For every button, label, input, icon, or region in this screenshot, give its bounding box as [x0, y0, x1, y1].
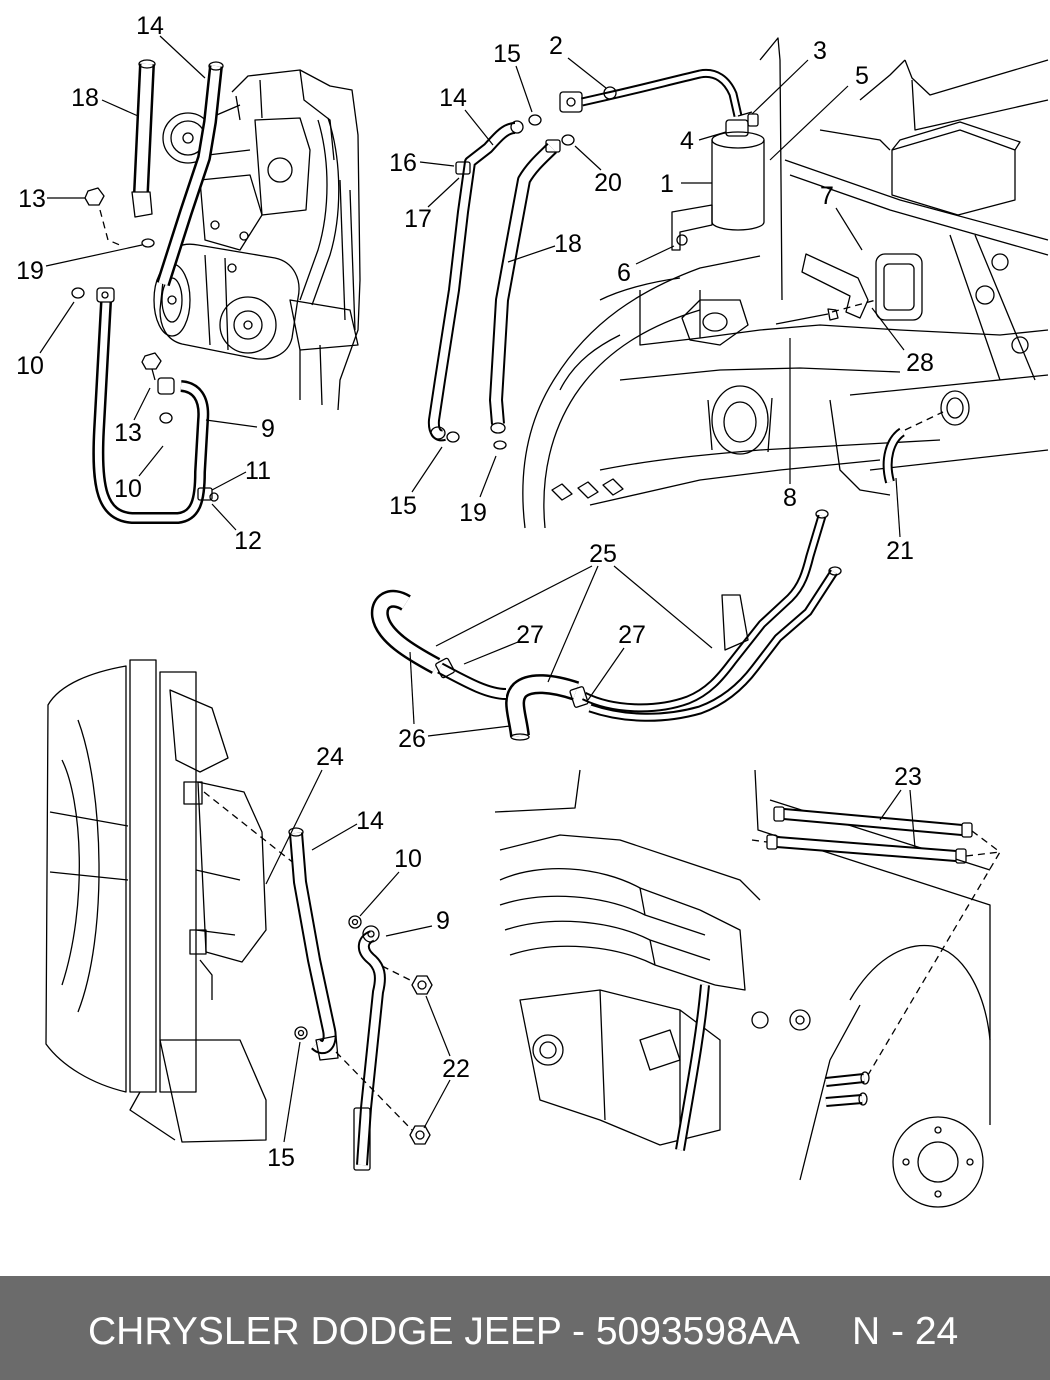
receiver-drier-view: [431, 37, 1049, 529]
heater-hoses-23: [751, 806, 1001, 1076]
page-number-text: N - 24: [852, 1310, 959, 1353]
liquid-line-2: [559, 73, 738, 116]
leader-lines: [39, 35, 916, 1143]
o-ring-10-lower: [159, 412, 173, 424]
callout-label: 27: [516, 621, 544, 649]
callout-label: 25: [589, 540, 617, 568]
callout-label: 9: [436, 907, 450, 935]
fan-shroud-and-condenser: [45, 659, 301, 1143]
discharge-hose-18: [491, 139, 561, 434]
callout-label: 15: [389, 492, 417, 520]
line-9: [353, 925, 380, 1170]
callout-label: 18: [554, 230, 582, 258]
callout-label: 17: [404, 205, 432, 233]
callout-labels: 14 18 13 19 10 13 9 10 11 12 15 2 3 5 14…: [16, 12, 934, 1172]
engine-mount: [681, 299, 749, 346]
liquid-line-9: [97, 287, 203, 518]
callout-label: 1: [660, 170, 674, 198]
o-rings: [446, 114, 575, 450]
o-ring-10-upper: [71, 287, 85, 299]
suction-hose-18: [131, 60, 156, 218]
callout-label: 14: [136, 12, 164, 40]
hose-24: [288, 828, 339, 1061]
callout-label: 23: [894, 763, 922, 791]
hose-21: [888, 390, 970, 482]
strut-tower: [707, 385, 773, 455]
drier-bracket-6: [671, 204, 713, 251]
callout-label: 21: [886, 537, 914, 565]
clamp-27: [435, 657, 589, 708]
callout-label: 9: [261, 415, 275, 443]
callout-label: 13: [18, 185, 46, 213]
engine-outline: [204, 69, 361, 411]
callout-label: 14: [439, 84, 467, 112]
callout-label: 6: [617, 259, 631, 287]
callout-label: 10: [16, 352, 44, 380]
callout-label: 26: [398, 725, 426, 753]
callout-label: 4: [680, 127, 694, 155]
callout-label: 12: [234, 527, 262, 555]
callout-label: 19: [459, 499, 487, 527]
compressor: [153, 174, 300, 360]
callout-label: 13: [114, 419, 142, 447]
condenser-view: [45, 659, 433, 1170]
callout-label: 15: [267, 1144, 295, 1172]
stud-8: [775, 308, 839, 325]
callout-label: 22: [442, 1055, 470, 1083]
tube-25: [440, 509, 842, 717]
wheel: [892, 1116, 984, 1208]
callout-label: 10: [114, 475, 142, 503]
receiver-drier-1: [711, 111, 765, 231]
washers: [294, 915, 362, 1040]
body-structure: [522, 37, 1049, 529]
callout-label: 2: [549, 32, 563, 60]
parts-diagram: 14 18 13 19 10 13 9 10 11 12 15 2 3 5 14…: [16, 12, 1049, 1208]
footer-bar: CHRYSLER DODGE JEEP - 5093598AA N - 24: [0, 1276, 1050, 1380]
callout-label: 19: [16, 257, 44, 285]
o-ring-19: [141, 238, 155, 248]
hose-26: [380, 599, 576, 740]
engine-and-body: [494, 769, 991, 1181]
bracket-7: [801, 253, 869, 319]
bolt-13-upper: [84, 187, 123, 247]
callout-label: 14: [356, 807, 384, 835]
discharge-hose-14: [163, 62, 224, 284]
grommet-28: [831, 253, 923, 321]
callout-label: 16: [389, 149, 417, 177]
callout-label: 24: [316, 743, 344, 771]
callout-label: 18: [71, 84, 99, 112]
callout-label: 3: [813, 37, 827, 65]
callout-label: 28: [906, 349, 934, 377]
compressor-assembly-view: [71, 60, 361, 518]
fitting-11-12: [197, 487, 219, 502]
callout-label: 5: [855, 62, 869, 90]
callout-label: 11: [245, 457, 271, 485]
callout-label: 15: [493, 40, 521, 68]
part-number-text: CHRYSLER DODGE JEEP - 5093598AA: [88, 1310, 800, 1353]
hose-assembly-view: [380, 509, 842, 740]
callout-label: 27: [618, 621, 646, 649]
heater-core-tubes: [826, 1071, 870, 1105]
callout-label: 20: [594, 169, 622, 197]
engine-bay-view: [494, 769, 1001, 1208]
bolt-13-lower: [141, 352, 175, 395]
callout-label: 7: [820, 182, 834, 210]
callout-label: 8: [783, 484, 797, 512]
callout-label: 10: [394, 845, 422, 873]
suction-hose-14: [431, 120, 524, 439]
